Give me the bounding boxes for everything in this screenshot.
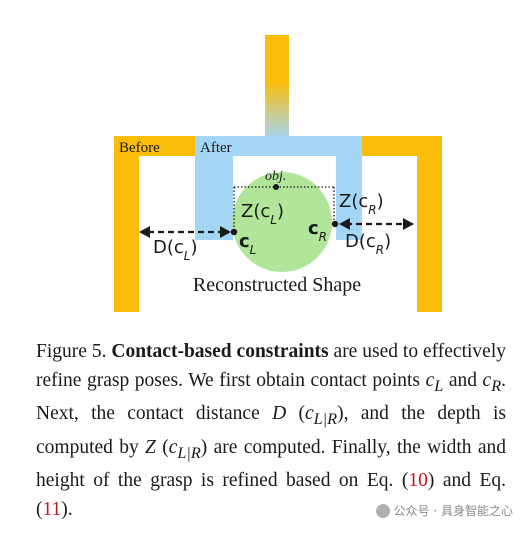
before-gripper-right-finger: [417, 136, 442, 312]
gripper-stem: [265, 35, 289, 139]
before-gripper-left-finger: [114, 136, 139, 312]
caption-figure-number: Figure 5.: [36, 341, 107, 362]
label-z-left: Z(cL): [241, 201, 284, 227]
contact-point-left: [230, 228, 238, 236]
equation-ref-10[interactable]: 10: [408, 470, 428, 492]
label-reconstructed-shape: Reconstructed Shape: [193, 274, 361, 296]
label-obj: obj.: [265, 169, 286, 184]
equation-ref-11[interactable]: 11: [42, 498, 62, 520]
after-gripper-bar: [195, 136, 362, 156]
after-gripper: [195, 136, 362, 240]
watermark: 公众号 · 具身智能之心: [375, 502, 513, 519]
reconstructed-shape: [232, 172, 332, 272]
arrow-d-right: [339, 218, 414, 230]
wechat-icon: [375, 503, 390, 518]
figure-caption: Figure 5. Contact-based constraints are …: [36, 341, 507, 520]
label-after: After: [200, 140, 232, 156]
contact-point-right: [331, 220, 339, 228]
obj-box: [233, 186, 335, 232]
label-z-right: Z(cR): [339, 191, 384, 217]
label-c-left: cL: [239, 231, 256, 257]
arrow-d-left: [139, 226, 231, 238]
label-d-left: D(cL): [153, 237, 198, 263]
label-before: Before: [119, 140, 160, 156]
figure-5-diagram: Before After obj. Z(cL) Z(cR) D(cL) cL c…: [114, 35, 442, 312]
obj-point: [273, 184, 279, 190]
caption-bold-term: Contact-based constraints: [111, 341, 329, 362]
after-gripper-left-finger: [195, 136, 233, 240]
label-d-right: D(cR): [345, 231, 391, 257]
label-c-right: cR: [308, 218, 327, 244]
watermark-text: 公众号 · 具身智能之心: [393, 504, 513, 518]
